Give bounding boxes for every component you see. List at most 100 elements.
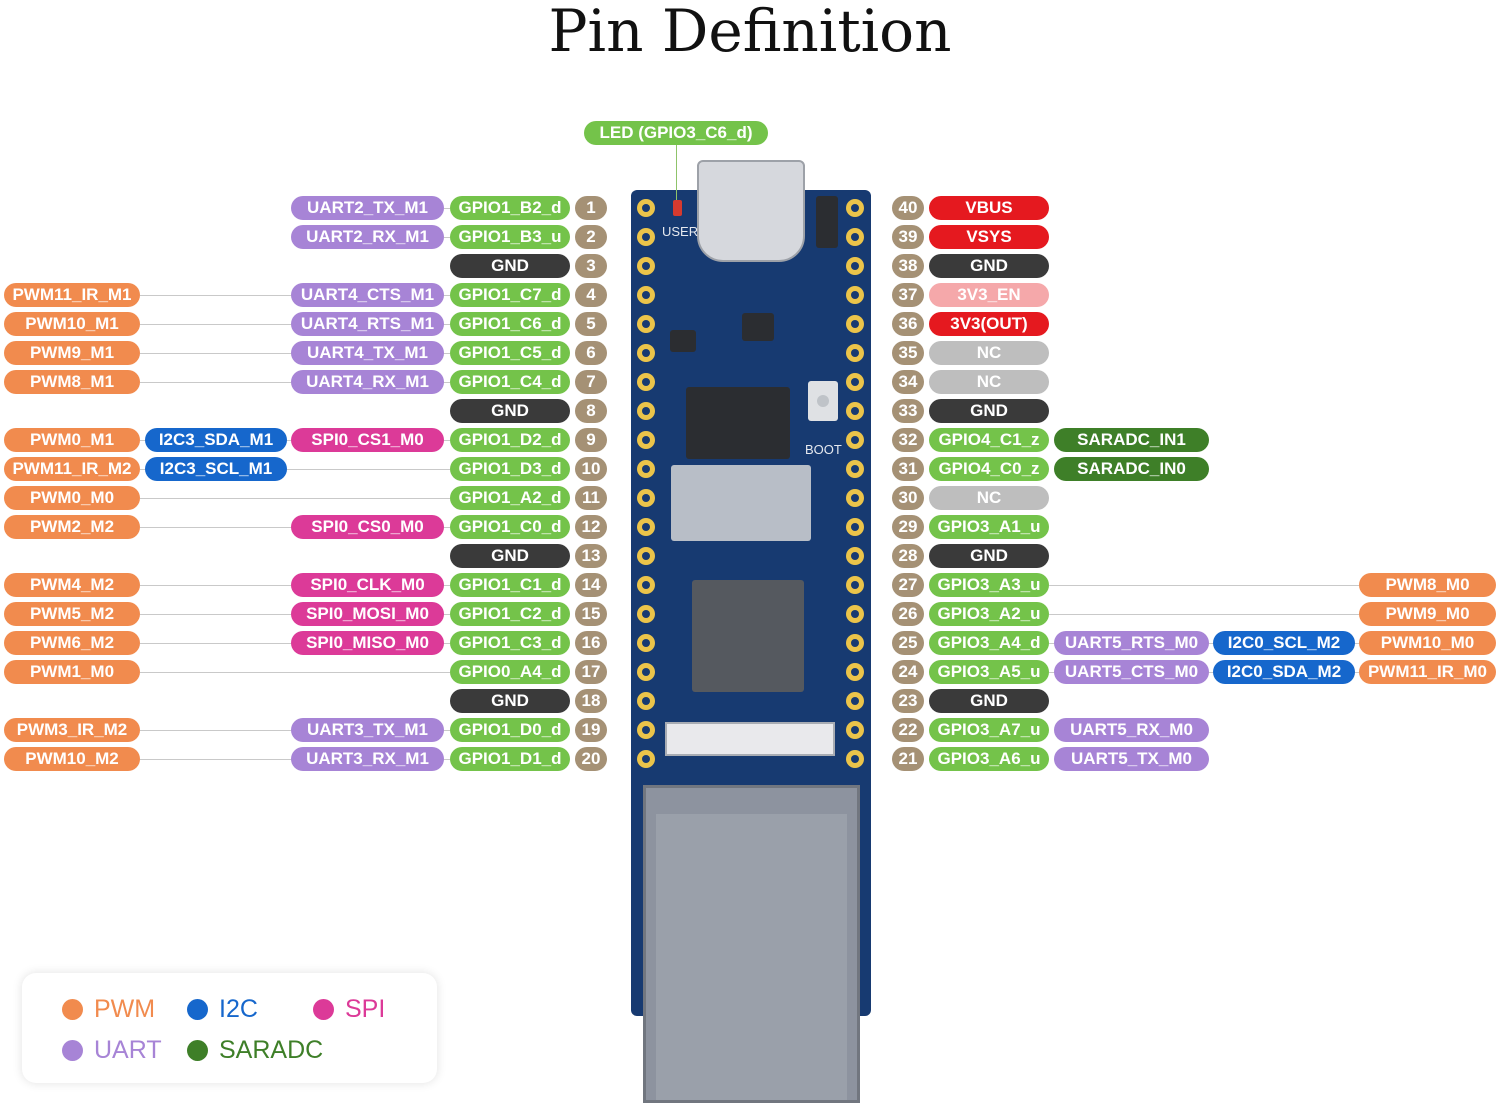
- pin-number: 34: [892, 370, 924, 394]
- pin-function-label: GND: [450, 254, 570, 278]
- leader-line: [444, 208, 450, 209]
- pin-function-label: GPIO1_D2_d: [450, 428, 570, 452]
- pin-function-label: GPIO1_C2_d: [450, 602, 570, 626]
- pad-right: [846, 257, 864, 275]
- pad-left: [637, 460, 655, 478]
- pin-function-label: GPIO0_A4_d: [450, 660, 570, 684]
- pin-function-label: VSYS: [929, 225, 1049, 249]
- pin-number: 31: [892, 457, 924, 481]
- pwm-label: PWM10_M2: [4, 747, 140, 771]
- leader-line: [1049, 585, 1359, 586]
- pin-number: 25: [892, 631, 924, 655]
- pad-right: [846, 344, 864, 362]
- pin-number: 21: [892, 747, 924, 771]
- pad-right: [846, 634, 864, 652]
- pin-function-label: GPIO1_D3_d: [450, 457, 570, 481]
- pin-number: 32: [892, 428, 924, 452]
- leader-line: [444, 237, 450, 238]
- uart-label: UART2_RX_M1: [291, 225, 444, 249]
- pwm-label: PWM11_IR_M1: [4, 283, 140, 307]
- uart-label: UART4_CTS_M1: [291, 283, 444, 307]
- pad-left: [637, 344, 655, 362]
- pin-number: 29: [892, 515, 924, 539]
- uart-label: UART5_TX_M0: [1054, 747, 1209, 771]
- pin-function-label: VBUS: [929, 196, 1049, 220]
- pwm-label: PWM5_M2: [4, 602, 140, 626]
- pwm-label: PWM0_M0: [4, 486, 140, 510]
- pad-right: [846, 315, 864, 333]
- pin-function-label: GPIO3_A1_u: [929, 515, 1049, 539]
- rj45-opening: [656, 814, 847, 1100]
- pin-number: 12: [575, 515, 607, 539]
- pwm-label: PWM9_M1: [4, 341, 140, 365]
- pwm-label: PWM3_IR_M2: [4, 718, 140, 742]
- spi-label: SPI0_CS1_M0: [291, 428, 444, 452]
- pin-function-label: GPIO3_A3_u: [929, 573, 1049, 597]
- pad-right: [846, 750, 864, 768]
- i2c-label: I2C3_SCL_M1: [145, 457, 287, 481]
- pin-number: 39: [892, 225, 924, 249]
- pad-left: [637, 228, 655, 246]
- pad-left: [637, 489, 655, 507]
- pin-number: 36: [892, 312, 924, 336]
- flash-chip: [686, 387, 790, 459]
- pad-left: [637, 663, 655, 681]
- pad-left: [637, 257, 655, 275]
- pad-right: [846, 518, 864, 536]
- user-silkscreen: USER: [662, 224, 699, 239]
- pin-number: 15: [575, 602, 607, 626]
- pad-left: [637, 750, 655, 768]
- pwm-label: PWM10_M1: [4, 312, 140, 336]
- uart-label: UART5_CTS_M0: [1054, 660, 1209, 684]
- pin-number: 27: [892, 573, 924, 597]
- leader-line: [140, 498, 450, 499]
- pwm-label: PWM1_M0: [4, 660, 140, 684]
- pin-function-label: GPIO1_C4_d: [450, 370, 570, 394]
- pad-left: [637, 199, 655, 217]
- legend-dot-spi: [313, 999, 334, 1020]
- pad-left: [637, 402, 655, 420]
- pwm-label: PWM11_IR_M2: [4, 457, 140, 481]
- pwm-label: PWM2_M2: [4, 515, 140, 539]
- pad-left: [637, 576, 655, 594]
- legend-item-i2c: I2C: [187, 994, 258, 1024]
- pin-number: 26: [892, 602, 924, 626]
- pad-right: [846, 692, 864, 710]
- pad-left: [637, 547, 655, 565]
- pin-number: 22: [892, 718, 924, 742]
- spi-label: SPI0_CS0_M0: [291, 515, 444, 539]
- legend: PWM I2C SPI UART SARADC: [22, 973, 437, 1083]
- i2c-label: I2C0_SCL_M2: [1213, 631, 1355, 655]
- pin-function-label: GPIO3_A5_u: [929, 660, 1049, 684]
- pad-right: [846, 431, 864, 449]
- pin-function-label: GPIO1_A2_d: [450, 486, 570, 510]
- pad-left: [637, 721, 655, 739]
- pwm-label: PWM8_M0: [1359, 573, 1496, 597]
- led-leader-line: [676, 145, 677, 200]
- pin-function-label: GPIO1_C0_d: [450, 515, 570, 539]
- pad-right: [846, 663, 864, 681]
- pin-function-label: 3V3(OUT): [929, 312, 1049, 336]
- pin-function-label: GPIO1_C1_d: [450, 573, 570, 597]
- legend-item-uart: UART: [62, 1035, 162, 1065]
- pin-function-label: GND: [450, 544, 570, 568]
- legend-label-i2c: I2C: [219, 995, 258, 1023]
- pin-number: 19: [575, 718, 607, 742]
- pin-function-label: GPIO4_C1_z: [929, 428, 1049, 452]
